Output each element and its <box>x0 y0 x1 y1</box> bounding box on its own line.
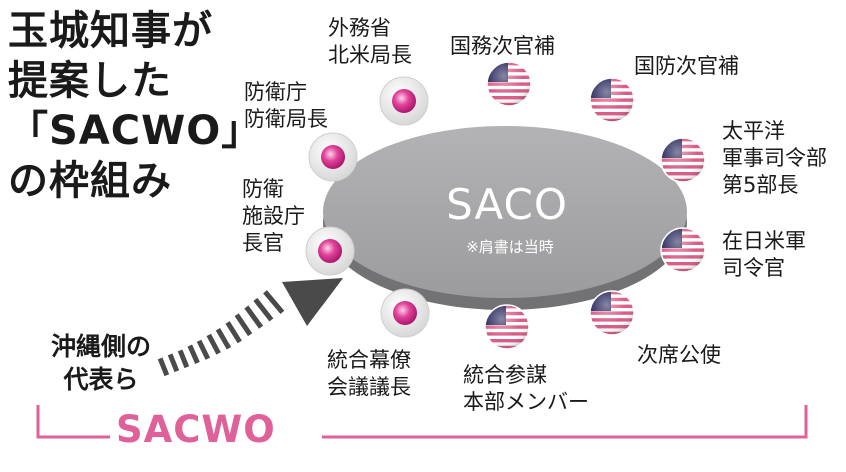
diagram-title: 玉城知事が 提案した 「SACWO」 の枠組み <box>8 6 263 206</box>
japan-seat-icon <box>380 288 430 338</box>
seat-label-7: 次席公使 <box>637 343 721 367</box>
seat-label-5: 太平洋 軍事司令部 第5部長 <box>722 119 827 197</box>
seat-label-3: 国務次官補 <box>450 34 555 58</box>
okinawa-arrow <box>157 278 343 377</box>
title-line-4: の枠組み <box>8 158 172 204</box>
table-top <box>323 126 687 298</box>
table-name: SACO <box>446 180 568 229</box>
us-flag-seat-icon <box>661 138 705 182</box>
us-flag-seat-icon <box>590 291 634 335</box>
seat-label-8: 統合参謀 本部メンバー <box>463 363 589 414</box>
sacwo-framework-label: SACWO <box>110 408 322 451</box>
okinawa-representatives-label: 沖縄側の 代表ら <box>50 332 151 394</box>
japan-seat-icon <box>308 132 358 182</box>
seat-label-2: 外務省 北米局長 <box>328 16 412 67</box>
title-line-1: 玉城知事が <box>8 8 213 54</box>
title-line-3: 「SACWO」 <box>8 108 263 154</box>
japan-seat-icon <box>305 226 355 276</box>
seat-label-10: 防衛 施設庁 長官 <box>242 177 305 255</box>
table-note: ※肩書は当時 <box>466 238 554 256</box>
us-flag-seat-icon <box>485 305 529 349</box>
title-line-2: 提案した <box>8 58 172 104</box>
seat-label-9: 統合幕僚 会議議長 <box>327 348 411 399</box>
us-flag-seat-icon <box>590 78 634 122</box>
seat-label-1: 防衛庁 防衛局長 <box>244 80 328 131</box>
us-flag-seat-icon <box>661 228 705 272</box>
us-flag-seat-icon <box>487 62 531 106</box>
seat-label-4: 国防次官補 <box>634 54 739 78</box>
sacwo-bracket <box>36 405 808 439</box>
japan-seat-icon <box>379 76 429 126</box>
seat-label-6: 在日米軍 司令官 <box>722 229 806 280</box>
